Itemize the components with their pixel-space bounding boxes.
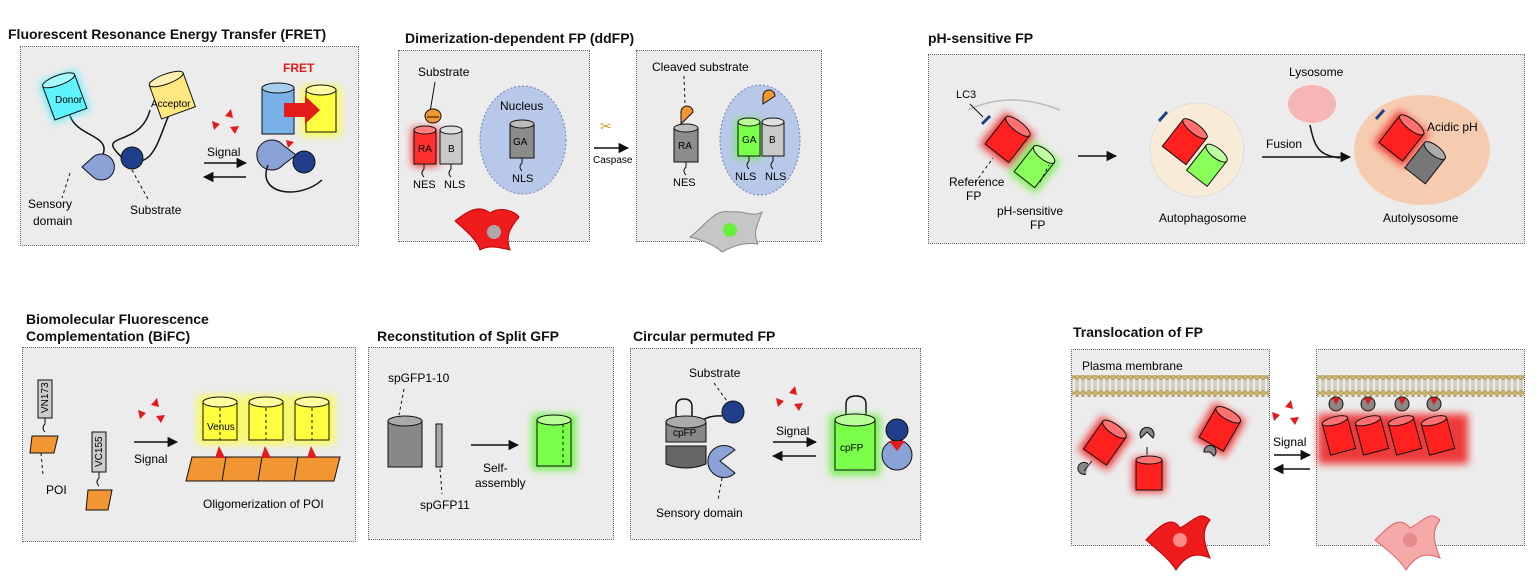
vc155-label: VC155: [94, 436, 105, 467]
ph-title: pH-sensitive FP: [928, 30, 1034, 46]
bifc-signal-label: Signal: [134, 452, 167, 466]
self-assembly-label-2: assembly: [475, 476, 526, 490]
cpfp-diagram: Substrate cpFP Sensory domain Signal cpF…: [656, 366, 913, 520]
vn173-label: VN173: [40, 382, 51, 413]
venus-label: Venus: [207, 422, 235, 433]
nes-label: NES: [413, 179, 436, 191]
bifc-title-line1: Biomolecular Fluorescence: [26, 311, 209, 327]
fret-diagram: Donor Acceptor Sensory domain Substrate …: [28, 61, 340, 228]
nls-label: NLS: [444, 179, 465, 191]
cpfp-sensory-label: Sensory domain: [656, 506, 743, 520]
fret-arrow: [284, 96, 320, 124]
cpfp-title: Circular permuted FP: [633, 328, 776, 344]
lysosome-label: Lysosome: [1289, 65, 1344, 79]
autolysosome-label: Autolysosome: [1383, 211, 1459, 225]
transloc-title: Translocation of FP: [1073, 324, 1203, 340]
cpfp-signal-label: Signal: [776, 424, 809, 438]
fret-title: Fluorescent Resonance Energy Transfer (F…: [8, 26, 327, 42]
acidic-ph-label: Acidic pH: [1427, 120, 1478, 134]
cpfp-label: cpFP: [673, 428, 697, 439]
split-title: Reconstitution of Split GFP: [377, 328, 559, 344]
ph-sensitive-label-2: FP: [1030, 218, 1045, 232]
spgfp1-10-label: spGFP1-10: [388, 371, 450, 385]
donor-cylinder: [39, 70, 90, 123]
bifc-diagram: VN173 POI VC155 Signal: [29, 379, 341, 511]
sensory-label-2: domain: [33, 214, 72, 228]
ra-label-after: RA: [678, 141, 692, 152]
ddfp-substrate-label: Substrate: [418, 65, 470, 79]
cpfp-label-bound: cpFP: [840, 443, 864, 454]
translocation-diagram: Plasma membrane Signal: [1072, 359, 1524, 571]
sensory-domain-shape: [81, 153, 115, 181]
fusion-label: Fusion: [1266, 137, 1302, 151]
plasma-membrane-label: Plasma membrane: [1082, 359, 1183, 373]
nucleus-label: Nucleus: [500, 99, 543, 113]
acceptor-cylinder: [148, 70, 197, 120]
membrane-after: [1317, 375, 1524, 397]
signal-triangles: [212, 109, 239, 134]
nls-label-after-2: NLS: [765, 171, 786, 183]
ph-sensitive-label-1: pH-sensitive: [997, 204, 1063, 218]
reference-fp-label-2: FP: [966, 189, 981, 203]
substrate-label: Substrate: [130, 203, 182, 217]
fret-label: FRET: [283, 61, 315, 75]
ra-label: RA: [418, 144, 432, 155]
substrate-circle: [120, 146, 144, 170]
ph-diagram: LC3 Reference FP pH-sensitive FP Autopha…: [949, 65, 1490, 232]
cleaved-substrate-label: Cleaved substrate: [652, 60, 749, 74]
self-assembly-label-1: Self-: [483, 461, 508, 475]
transloc-signal-label: Signal: [1273, 435, 1306, 449]
ddfp-nucleus-nls-label: NLS: [512, 173, 533, 185]
oligomerization-label: Oligomerization of POI: [203, 497, 324, 511]
reference-fp-label-1: Reference: [949, 175, 1005, 189]
autophagosome-label: Autophagosome: [1159, 211, 1247, 225]
membrane-bound-fps: [1318, 396, 1468, 464]
poi-label: POI: [46, 483, 67, 497]
membrane-before: [1072, 375, 1269, 397]
lc3-label: LC3: [956, 89, 976, 101]
bifc-panel: [22, 347, 356, 542]
b-label-after: B: [769, 135, 776, 146]
venus-cylinders: [198, 396, 334, 458]
ga-label-after: GA: [742, 135, 757, 146]
bifc-title-line2: Complementation (BiFC): [26, 328, 191, 344]
sensory-label-1: Sensory: [28, 197, 72, 211]
nes-label-after: NES: [673, 177, 696, 189]
acceptor-label: Acceptor: [151, 99, 191, 110]
cpfp-substrate-label: Substrate: [689, 366, 741, 380]
ddfp-diagram: Substrate RA B NES NLS Nucleus GA NLS ✂ …: [412, 60, 801, 253]
donor-label: Donor: [55, 95, 83, 106]
fret-signal-label: Signal: [207, 145, 240, 159]
b-label: B: [448, 144, 455, 155]
ddfp-title: Dimerization-dependent FP (ddFP): [405, 30, 635, 46]
spgfp11-label: spGFP11: [420, 498, 470, 512]
caspase-label: Caspase: [593, 155, 633, 166]
split-gfp-diagram: spGFP1-10 spGFP11 Self- assembly: [387, 371, 576, 512]
scissors-icon: ✂: [600, 118, 612, 134]
nls-label-after-1: NLS: [735, 171, 756, 183]
ga-label: GA: [513, 137, 528, 148]
